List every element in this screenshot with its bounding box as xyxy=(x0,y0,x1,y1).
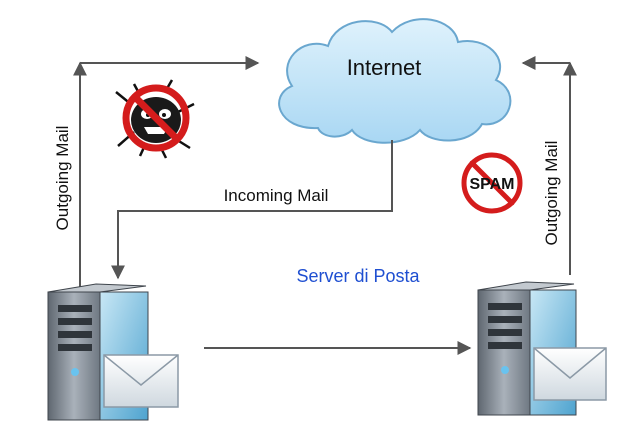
incoming-mail-label: Incoming Mail xyxy=(224,186,329,205)
spam-prohibited-icon: SPAM xyxy=(461,152,523,214)
mail-server-left-icon xyxy=(47,283,179,421)
outgoing-mail-left-label: Outgoing Mail xyxy=(53,126,72,231)
envelope-icon xyxy=(533,347,607,401)
internet-cloud: Internet xyxy=(278,18,512,144)
outgoing-mail-right-label: Outgoing Mail xyxy=(542,141,561,246)
spam-label: SPAM xyxy=(469,176,514,193)
mail-server-right-icon xyxy=(477,281,607,416)
incoming-arrow xyxy=(111,140,393,280)
cloud-label: Internet xyxy=(347,55,422,80)
flow-arrows xyxy=(73,56,577,355)
server-label: Server di Posta xyxy=(296,266,420,286)
virus-bug-prohibited-icon xyxy=(115,79,195,159)
envelope-icon xyxy=(103,354,179,408)
